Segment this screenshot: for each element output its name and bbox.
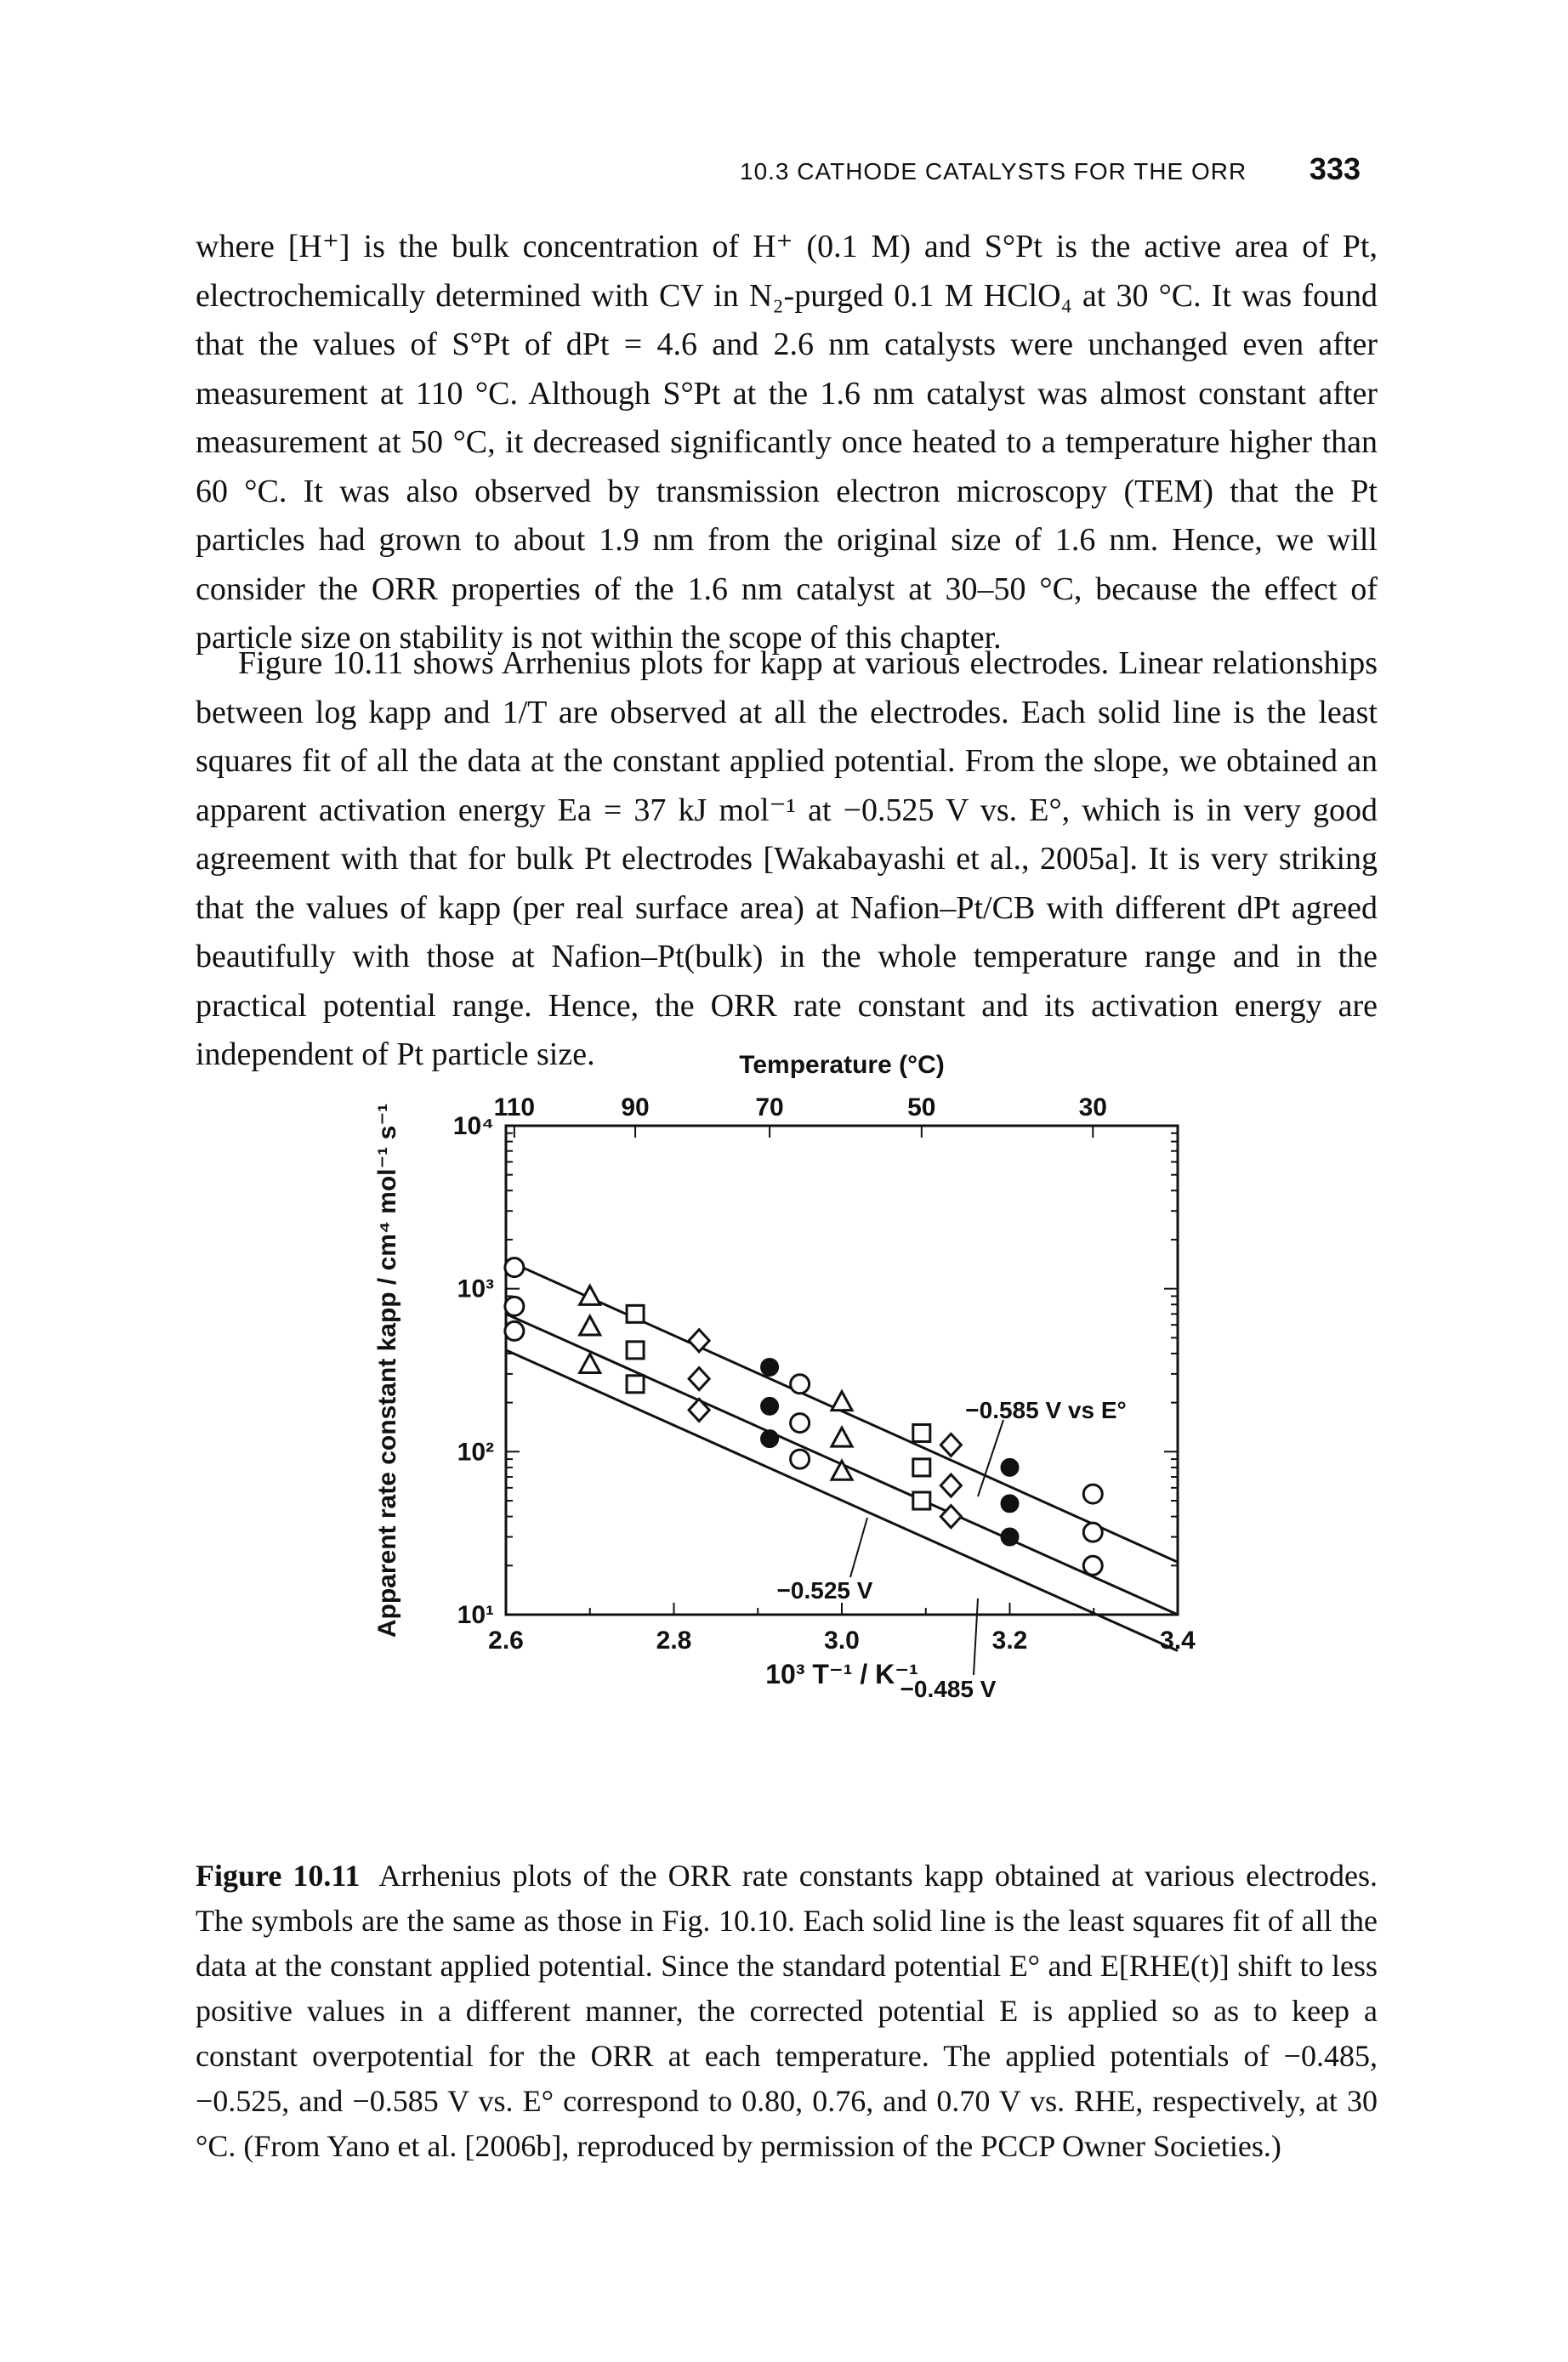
point-square-open <box>912 1422 932 1443</box>
point-triangle-open <box>577 1313 603 1337</box>
point-diamond-open <box>687 1397 712 1423</box>
arrhenius-figure: 2.6 2.8 3.0 3.2 3.4 110 90 70 50 30 10¹ 10² 10³ 10⁴ T… <box>332 1054 1292 1837</box>
y-tick-label: 10³ <box>457 1275 494 1303</box>
axis-ticks <box>505 1125 1179 1615</box>
plot-frame <box>504 1124 1179 1616</box>
point-circle-filled <box>760 1396 780 1416</box>
caption-text: Arrhenius plots of the ORR rate constant… <box>196 1859 1378 2163</box>
x-tick-label: 3.0 <box>824 1627 860 1655</box>
point-circle-open <box>1082 1521 1104 1543</box>
point-triangle-open <box>577 1351 603 1374</box>
top-tick-label: 70 <box>755 1093 783 1121</box>
point-diamond-open <box>687 1327 712 1354</box>
point-circle-open <box>1082 1554 1104 1576</box>
data-points <box>503 1257 1104 1576</box>
point-circle-open <box>1082 1483 1104 1505</box>
arrhenius-chart: 2.6 2.8 3.0 3.2 3.4 110 90 70 50 30 10¹ 10² 10³ 10⁴ T… <box>373 1054 1196 1702</box>
point-circle-filled <box>1000 1527 1020 1547</box>
point-circle-open <box>789 1412 811 1434</box>
point-circle-filled <box>760 1357 780 1377</box>
y-tick-label: 10¹ <box>457 1601 494 1629</box>
top-tick-label: 110 <box>494 1093 535 1121</box>
top-tick-label: 50 <box>907 1093 935 1121</box>
annotation-485: −0.485 V <box>900 1676 997 1702</box>
point-square-open <box>625 1374 645 1394</box>
point-triangle-open <box>829 1388 855 1412</box>
leader-485 <box>973 1598 979 1676</box>
point-diamond-open <box>939 1503 963 1530</box>
point-square-open <box>625 1303 645 1324</box>
top-axis-title: Temperature (°C) <box>739 1054 944 1079</box>
top-tick-label: 30 <box>1079 1093 1107 1121</box>
x-tick-label: 2.6 <box>488 1627 524 1655</box>
point-circle-open <box>789 1373 811 1395</box>
axis-labels: 2.6 2.8 3.0 3.2 3.4 110 90 70 50 30 10¹ 10² 10³ 10⁴ <box>453 1093 1196 1655</box>
running-head: 10.3 CATHODE CATALYSTS FOR THE ORR 333 <box>196 151 1378 194</box>
paragraph-text: Figure 10.11 shows Arrhenius plots for k… <box>196 645 1378 1072</box>
point-diamond-open <box>939 1432 963 1458</box>
point-square-open <box>625 1340 645 1360</box>
annotation-525: −0.525 V <box>777 1577 873 1604</box>
point-circle-filled <box>760 1429 780 1449</box>
point-circle-open <box>503 1257 526 1279</box>
annotation-585: −0.585 V vs E° <box>965 1397 1126 1423</box>
point-diamond-open <box>687 1366 712 1392</box>
point-triangle-open <box>829 1425 855 1448</box>
point-square-open <box>912 1490 932 1511</box>
fit-line <box>505 1348 1179 1652</box>
x-tick-label: 3.4 <box>1160 1627 1196 1655</box>
point-circle-open <box>789 1448 811 1470</box>
x-axis-title: 10³ T⁻¹ / K⁻¹ <box>765 1659 918 1689</box>
paragraph-1: where [H⁺] is the bulk concentration of … <box>196 223 1378 663</box>
point-triangle-open <box>829 1458 855 1481</box>
leader-525 <box>849 1517 868 1578</box>
y-tick-label: 10² <box>457 1438 494 1466</box>
x-tick-label: 3.2 <box>992 1627 1028 1655</box>
point-circle-filled <box>1000 1457 1020 1477</box>
y-axis-title: Apparent rate constant kapp / cm⁴ mol⁻¹ … <box>373 1104 401 1638</box>
figure-label: Figure 10.11 <box>196 1859 361 1893</box>
section-title: 10.3 CATHODE CATALYSTS FOR THE ORR <box>740 158 1247 185</box>
point-diamond-open <box>939 1472 963 1499</box>
y-tick-label: 10⁴ <box>453 1112 494 1140</box>
point-square-open <box>912 1457 932 1478</box>
x-tick-label: 2.8 <box>656 1627 692 1655</box>
point-circle-filled <box>1000 1494 1020 1513</box>
page-number: 333 <box>1309 151 1361 186</box>
paragraph-2: Figure 10.11 shows Arrhenius plots for k… <box>196 639 1378 1080</box>
paragraph-text: where [H⁺] is the bulk concentration of … <box>196 229 1378 656</box>
leader-585 <box>977 1419 1004 1497</box>
point-triangle-open <box>577 1283 603 1306</box>
point-circle-open <box>503 1320 526 1342</box>
top-tick-label: 90 <box>621 1093 649 1121</box>
point-circle-open <box>503 1295 526 1317</box>
